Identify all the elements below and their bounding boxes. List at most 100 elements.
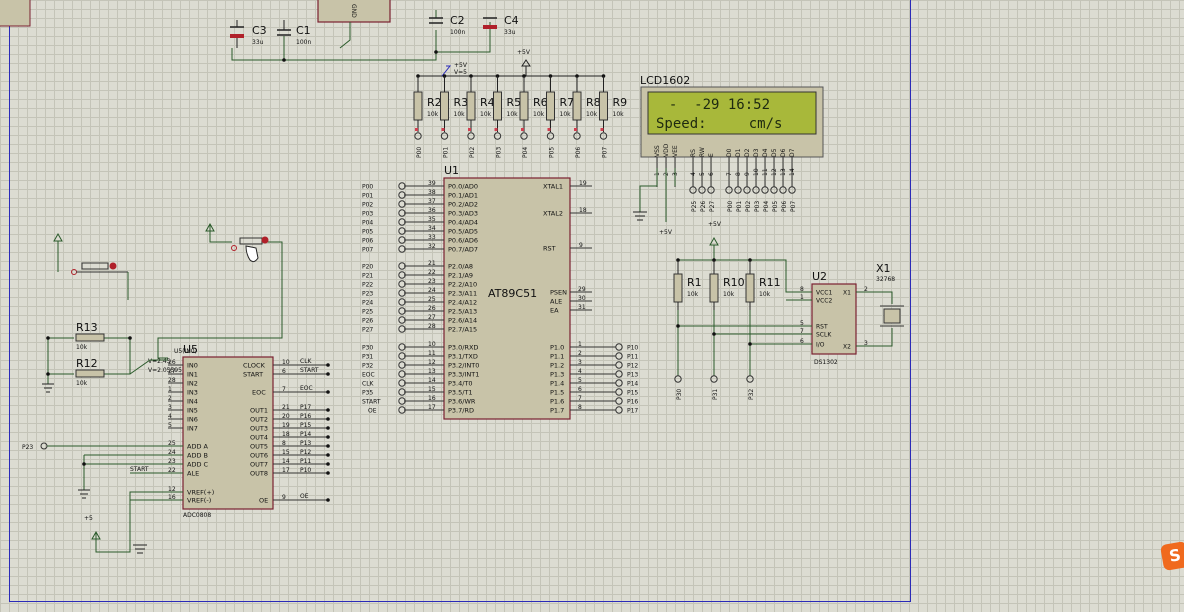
push-button-2[interactable] — [231, 236, 269, 263]
lcd-pin-terminal[interactable] — [752, 186, 760, 194]
adc-net-label: P10 — [300, 467, 311, 474]
mcu-pin-number: 27 — [428, 314, 436, 321]
adc-net-label: EOC — [300, 385, 313, 392]
adc0808[interactable]: U5 ADC0808 U5(IN0) V=2.45 V=2.05595 IN02… — [148, 343, 330, 519]
pullup-terminal[interactable] — [546, 132, 555, 140]
mcu-left-terminal[interactable] — [398, 406, 406, 414]
mcu-left-terminal[interactable] — [398, 307, 406, 315]
pullup-value: 10k — [613, 111, 625, 118]
pullup-value: 10k — [480, 111, 492, 118]
capacitor-c2[interactable]: C2 100n — [429, 14, 465, 36]
mcu-left-terminal[interactable] — [398, 191, 406, 199]
mcu-left-terminal[interactable] — [398, 397, 406, 405]
voltage-probe-icon[interactable] — [441, 65, 452, 77]
rtc-net-label: P31 — [712, 389, 719, 400]
rtc-net-terminal[interactable] — [674, 375, 682, 383]
mcu-right-terminal[interactable] — [615, 379, 623, 387]
mcu-pin-name: RST — [543, 245, 556, 253]
lcd-pin-terminal[interactable] — [761, 186, 769, 194]
mcu-right-terminal[interactable] — [615, 343, 623, 351]
mcu-left-terminal[interactable] — [398, 379, 406, 387]
mcu-left-terminal[interactable] — [398, 325, 406, 333]
rtc-net-terminal[interactable] — [710, 375, 718, 383]
mcu-at89c51[interactable]: U1 AT89C51 P0.0/AD039P00P0.1/AD138P01P0.… — [362, 164, 638, 420]
mcu-net-label: P26 — [362, 318, 373, 325]
mcu-left-terminal[interactable] — [398, 388, 406, 396]
lcd-net-label: P04 — [763, 201, 770, 212]
mcu-left-terminal[interactable] — [398, 182, 406, 190]
mcu-left-terminal[interactable] — [398, 200, 406, 208]
crystal-x1[interactable]: X1 32768 — [876, 262, 904, 327]
mcu-left-terminal[interactable] — [398, 298, 406, 306]
lcd-pin-terminal[interactable] — [707, 186, 715, 194]
pullup-terminal[interactable] — [414, 132, 422, 140]
regulator-body[interactable] — [317, 0, 391, 23]
mcu-right-terminal[interactable] — [615, 361, 623, 369]
mcu-left-terminal[interactable] — [398, 218, 406, 226]
lcd-pin-terminal[interactable] — [734, 186, 742, 194]
potentiometer-r12[interactable]: R12 10k — [75, 357, 105, 387]
mcu-pin-name: P3.5/T1 — [448, 389, 473, 397]
lcd-pin-terminal[interactable] — [725, 186, 733, 194]
lcd-net-label: P02 — [745, 201, 752, 212]
capacitor-c1[interactable]: C1 100n — [277, 20, 311, 46]
mcu-right-terminal[interactable] — [615, 388, 623, 396]
pullup-terminal[interactable] — [573, 132, 581, 140]
mcu-left-terminal[interactable] — [398, 262, 406, 270]
mcu-pin-name: P2.3/A11 — [448, 290, 477, 298]
pullup-terminal[interactable] — [440, 132, 449, 140]
adc-pin-name: ADD C — [187, 461, 209, 469]
mcu-left-terminal[interactable] — [398, 316, 406, 324]
lcd-pin-terminal[interactable] — [743, 186, 751, 194]
pullup-terminal[interactable] — [493, 132, 502, 140]
pullup-terminal[interactable] — [599, 132, 608, 140]
capacitor-c4[interactable]: C4 33u — [483, 14, 519, 36]
capacitor-c3[interactable]: C3 33u — [230, 20, 267, 48]
regulator-body-left[interactable] — [0, 0, 31, 27]
mcu-left-terminal[interactable] — [398, 280, 406, 288]
lcd1602[interactable]: LCD1602 - -29 16:52 Speed: cm/s VSS1VDD2… — [640, 74, 824, 212]
adc-net-label: OE — [300, 493, 309, 500]
mcu-left-terminal[interactable] — [398, 271, 406, 279]
mcu-right-terminal[interactable] — [615, 397, 623, 405]
c3-value: 33u — [252, 39, 264, 46]
lcd-pin-terminal[interactable] — [770, 186, 778, 194]
mcu-left-terminal[interactable] — [398, 209, 406, 217]
mcu-left-terminal[interactable] — [398, 370, 406, 378]
lcd-pin-terminal[interactable] — [779, 186, 787, 194]
mcu-right-terminal[interactable] — [615, 406, 623, 414]
lcd-pin-terminal[interactable] — [689, 186, 697, 194]
mcu-left-terminal[interactable] — [398, 236, 406, 244]
mcu-right-terminal[interactable] — [615, 352, 623, 360]
mcu-left-terminal[interactable] — [398, 352, 406, 360]
rtc-pullup-ref: R11 — [759, 276, 781, 289]
push-button-1[interactable] — [71, 262, 129, 275]
mcu-left-terminal[interactable] — [398, 245, 406, 253]
potentiometer-r13[interactable]: R13 10k — [75, 321, 105, 351]
mcu-left-terminal[interactable] — [398, 361, 406, 369]
pullup-terminal[interactable] — [520, 132, 528, 140]
lcd-pin-terminal[interactable] — [788, 186, 796, 194]
mcu-left-terminal[interactable] — [398, 343, 406, 351]
mcu-left-terminal[interactable] — [398, 289, 406, 297]
mcu-left-terminal[interactable] — [398, 227, 406, 235]
mcu-right-terminal[interactable] — [615, 370, 623, 378]
mcu-net-label: P12 — [627, 363, 638, 370]
rtc-net-terminal[interactable] — [746, 375, 754, 383]
lcd-pin-terminal[interactable] — [698, 186, 706, 194]
lcd-pin-name: D5 — [771, 148, 778, 157]
pullup-terminal[interactable] — [467, 132, 475, 140]
